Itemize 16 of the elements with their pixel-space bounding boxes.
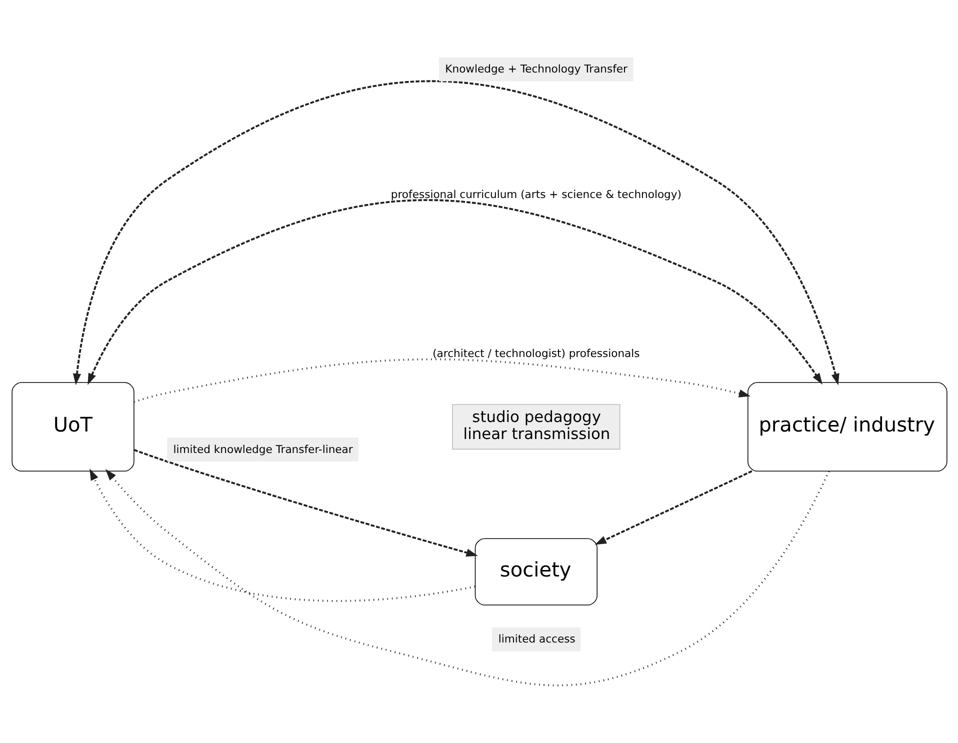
arrow xyxy=(133,448,478,557)
edge-label: professional curriculum (arts + science & technology) xyxy=(390,188,681,201)
arrow xyxy=(594,470,752,545)
arrow xyxy=(104,468,830,686)
edge-label: (architect / technologist) professionals xyxy=(432,346,640,360)
edge-label: limited access xyxy=(498,632,575,646)
node-box: society xyxy=(474,538,597,606)
arrow xyxy=(87,199,822,385)
arrow xyxy=(72,80,839,386)
node-box: practice/ industry xyxy=(747,382,947,472)
arrow xyxy=(89,468,475,602)
node-box: studio pedagogy linear transmission xyxy=(452,404,620,450)
edge-label: Knowledge + Technology Transfer xyxy=(444,62,628,76)
node-box: UoT xyxy=(11,382,134,472)
arrow xyxy=(133,358,750,403)
edge-label: limited knowledge Transfer-linear xyxy=(172,442,352,456)
